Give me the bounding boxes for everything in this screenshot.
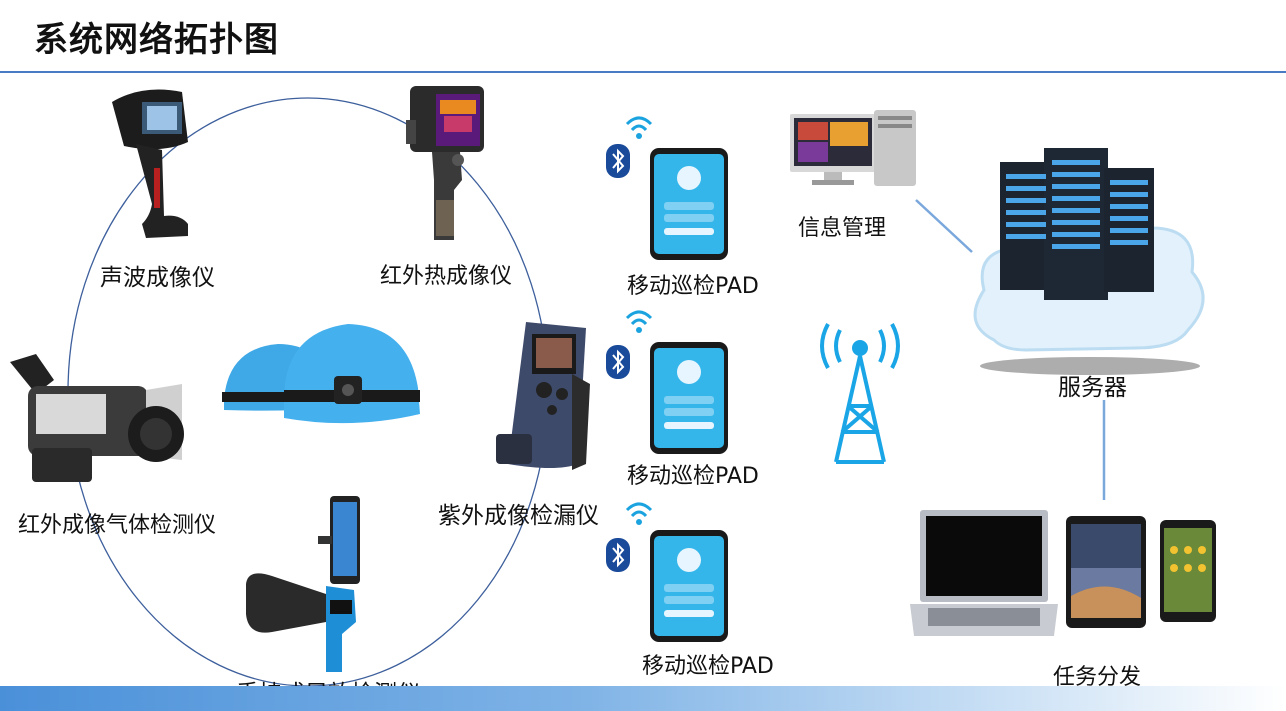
info-management-label: 信息管理 xyxy=(798,216,887,241)
acoustic-imager-label: 声波成像仪 xyxy=(100,265,215,291)
pad-device-icon xyxy=(650,148,728,260)
smartphone-icon xyxy=(1160,520,1216,622)
pad-device-icon xyxy=(650,530,728,642)
uv-leak-detector-label: 紫外成像检漏仪 xyxy=(438,503,599,529)
title-divider xyxy=(0,71,1286,73)
pad-label: 移动巡检PAD xyxy=(627,464,759,489)
server-label: 服务器 xyxy=(1058,375,1127,401)
handheld-pd-detector-icon xyxy=(246,496,360,672)
laptop-icon xyxy=(910,510,1058,636)
wifi-icon xyxy=(625,310,653,333)
helmet-camera-icon xyxy=(222,324,420,424)
cloud-server-icon xyxy=(973,148,1205,375)
page-title: 系统网络拓扑图 xyxy=(34,20,279,60)
ir-gas-detector-label: 红外成像气体检测仪 xyxy=(18,513,217,538)
uv-leak-detector-icon xyxy=(496,322,590,470)
desktop-computer-icon xyxy=(790,110,916,186)
bluetooth-icon xyxy=(606,345,630,379)
acoustic-imager-icon xyxy=(112,89,188,238)
ir-thermal-imager-icon xyxy=(406,86,484,240)
wifi-icon xyxy=(625,502,653,525)
task-distribution-label: 任务分发 xyxy=(1053,665,1142,690)
pad-label: 移动巡检PAD xyxy=(627,274,759,299)
tablet-icon xyxy=(1066,516,1146,628)
ir-gas-detector-icon xyxy=(10,354,184,482)
ir-thermal-imager-label: 红外热成像仪 xyxy=(380,264,513,289)
bluetooth-icon xyxy=(606,538,630,572)
wifi-icon xyxy=(625,116,653,139)
pad-label: 移动巡检PAD xyxy=(642,654,774,679)
bluetooth-icon xyxy=(606,144,630,178)
cell-tower-icon xyxy=(820,323,900,464)
bottom-accent-bar xyxy=(0,686,1286,711)
pad-device-icon xyxy=(650,342,728,454)
